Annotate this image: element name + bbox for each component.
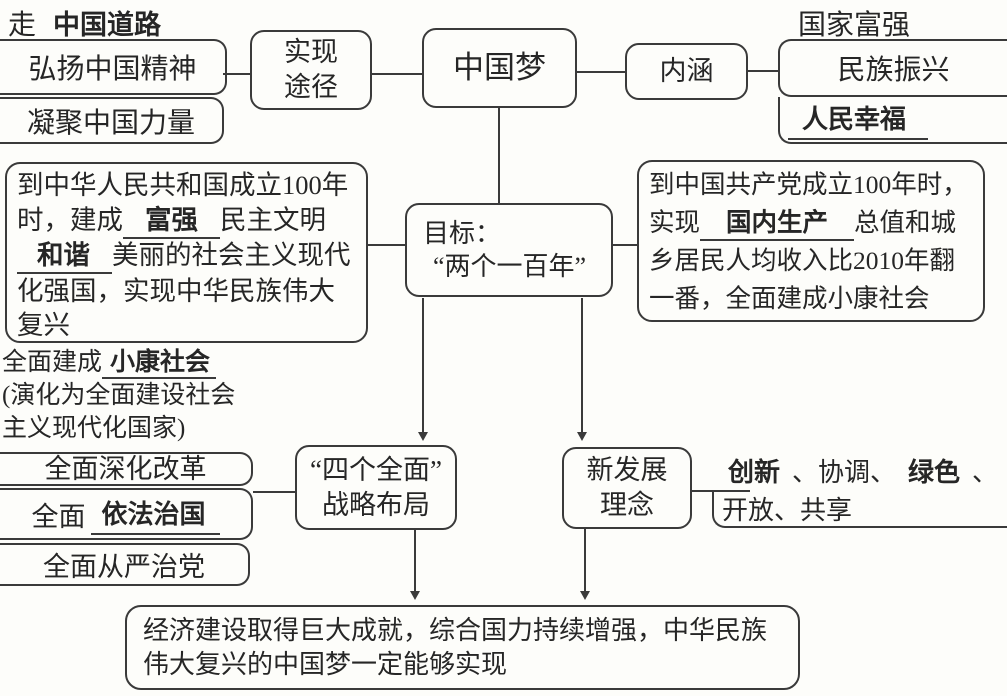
arrow-goal-to-new-development [577, 298, 587, 441]
blank-people-happiness: 人民幸福 [788, 99, 929, 140]
four-item-prefix: 全面 [31, 501, 86, 532]
node-four-comprehensives: “四个全面” 战略布局 [295, 445, 457, 530]
arrow-new-development-to-conclusion [580, 529, 590, 600]
goal-cpc-box: 到中国共产党成立100年时，实现国内生产总值和城乡居民人均收入比2010年翻一番… [637, 160, 985, 322]
connotation-item-rejuvenation: 民族振兴 [778, 39, 1007, 97]
path-item-china-road: 走 中国道路 [8, 3, 182, 45]
blank-green: 绿色 [896, 458, 973, 492]
concepts-text: 、协调、 [792, 458, 897, 487]
four-item-reform: 全面深化改革 [0, 452, 253, 486]
node-label: 新发展 [586, 455, 668, 486]
node-china-dream: 中国梦 [422, 28, 577, 108]
goal-cpc-text: 总值和城乡居民人均收入比2010年翻一番，全面建成小康社会 [649, 208, 957, 313]
path-item-label: 弘扬中国精神 [28, 54, 197, 85]
blank-rule-of-law: 依法治国 [91, 494, 220, 535]
connector-new-development-to-concepts [692, 490, 750, 492]
blank-hexie: 和谐 [17, 240, 112, 275]
goal-prc-box: 到中华人民共和国成立100年时，建成富强民主文明和谐美丽的社会主义现代化强国，实… [5, 162, 368, 343]
connector-paths-to-node [223, 73, 250, 75]
four-item-party-discipline: 全面从严治党 [0, 543, 250, 586]
connector-items-to-four-comprehensives [253, 491, 295, 493]
connector-connotation-to-items [748, 70, 778, 72]
node-label: “四个全面” [310, 454, 442, 485]
node-label: 目标： [423, 218, 502, 248]
four-item-rule-of-law: 全面 依法治国 [0, 488, 253, 540]
connotation-item-prosperity: 国家富强 [786, 3, 935, 46]
concepts-line2-row: 开放、共享 [712, 490, 1007, 528]
conclusion-text: 经济建设取得巨大成就，综合国力持续增强，中华民族伟大复兴的中国梦一定能够实现 [143, 616, 768, 679]
node-realization-path: 实现 途径 [250, 30, 372, 110]
concepts-text: 开放、共享 [722, 495, 853, 525]
node-connotation: 内涵 [625, 43, 748, 100]
xiaokang-text: 全面建成 [2, 349, 103, 376]
xiaokang-text: (演化为全面建设社会主义现代化国家) [2, 382, 236, 442]
arrow-four-comprehensives-to-conclusion [410, 529, 420, 600]
blank-china-road: 中国道路 [43, 10, 182, 45]
connector-dream-to-connotation [577, 71, 625, 73]
node-new-development: 新发展 理念 [562, 447, 692, 529]
node-label: 内涵 [659, 56, 714, 87]
underlined-label: 国家富强 [786, 10, 935, 46]
connotation-item-happiness: 人民幸福 [778, 97, 1007, 144]
path-item-label: 凝聚中国力量 [26, 107, 195, 139]
blank-gdp: 国内生产 [700, 208, 855, 241]
node-label: 战略布局 [322, 489, 430, 520]
four-item-label: 全面深化改革 [44, 453, 207, 484]
connotation-item-label: 民族振兴 [837, 55, 950, 86]
path-item-prefix: 走 [8, 10, 37, 41]
connector-dream-to-goal [498, 108, 500, 203]
arrow-goal-to-four-comprehensives [418, 298, 428, 441]
goal-prc-text: 民主文明 [220, 204, 326, 235]
concepts-line1: 创新、协调、绿色、 [716, 452, 1007, 492]
node-label: “两个一百年” [433, 252, 587, 281]
xiaokang-note: 全面建成小康社会(演化为全面建设社会主义现代化国家) [2, 345, 242, 445]
goal-prc-text: 到中华人民共和国成立100年时，建成 [17, 170, 349, 235]
node-label: 途径 [284, 72, 338, 102]
blank-fuqiang: 富强 [123, 204, 220, 239]
goal-cpc-text: 到中国共产党成立100年时，实现 [649, 170, 968, 237]
blank-xiaokang: 小康社会 [102, 347, 217, 379]
node-label: 理念 [600, 490, 654, 520]
connector-goal-to-cpc [613, 244, 637, 246]
path-item-china-spirit: 弘扬中国精神 [0, 39, 227, 95]
path-item-china-strength: 凝聚中国力量 [0, 97, 224, 144]
connector-path-to-dream [372, 73, 422, 75]
goal-prc-text: 美丽的社会主义现代化强国，实现中华民族伟大复兴 [17, 240, 351, 341]
connector-goal-to-prc [368, 244, 405, 246]
conclusion-box: 经济建设取得巨大成就，综合国力持续增强，中华民族伟大复兴的中国梦一定能够实现 [125, 605, 800, 690]
blank-innovation: 创新 [716, 458, 793, 492]
node-goal-two-centenaries: 目标： “两个一百年” [405, 203, 613, 297]
node-label: 实现 [284, 37, 338, 68]
concepts-text: 、 [972, 458, 999, 487]
node-label: 中国梦 [453, 50, 546, 86]
four-item-label: 全面从严治党 [43, 552, 205, 582]
